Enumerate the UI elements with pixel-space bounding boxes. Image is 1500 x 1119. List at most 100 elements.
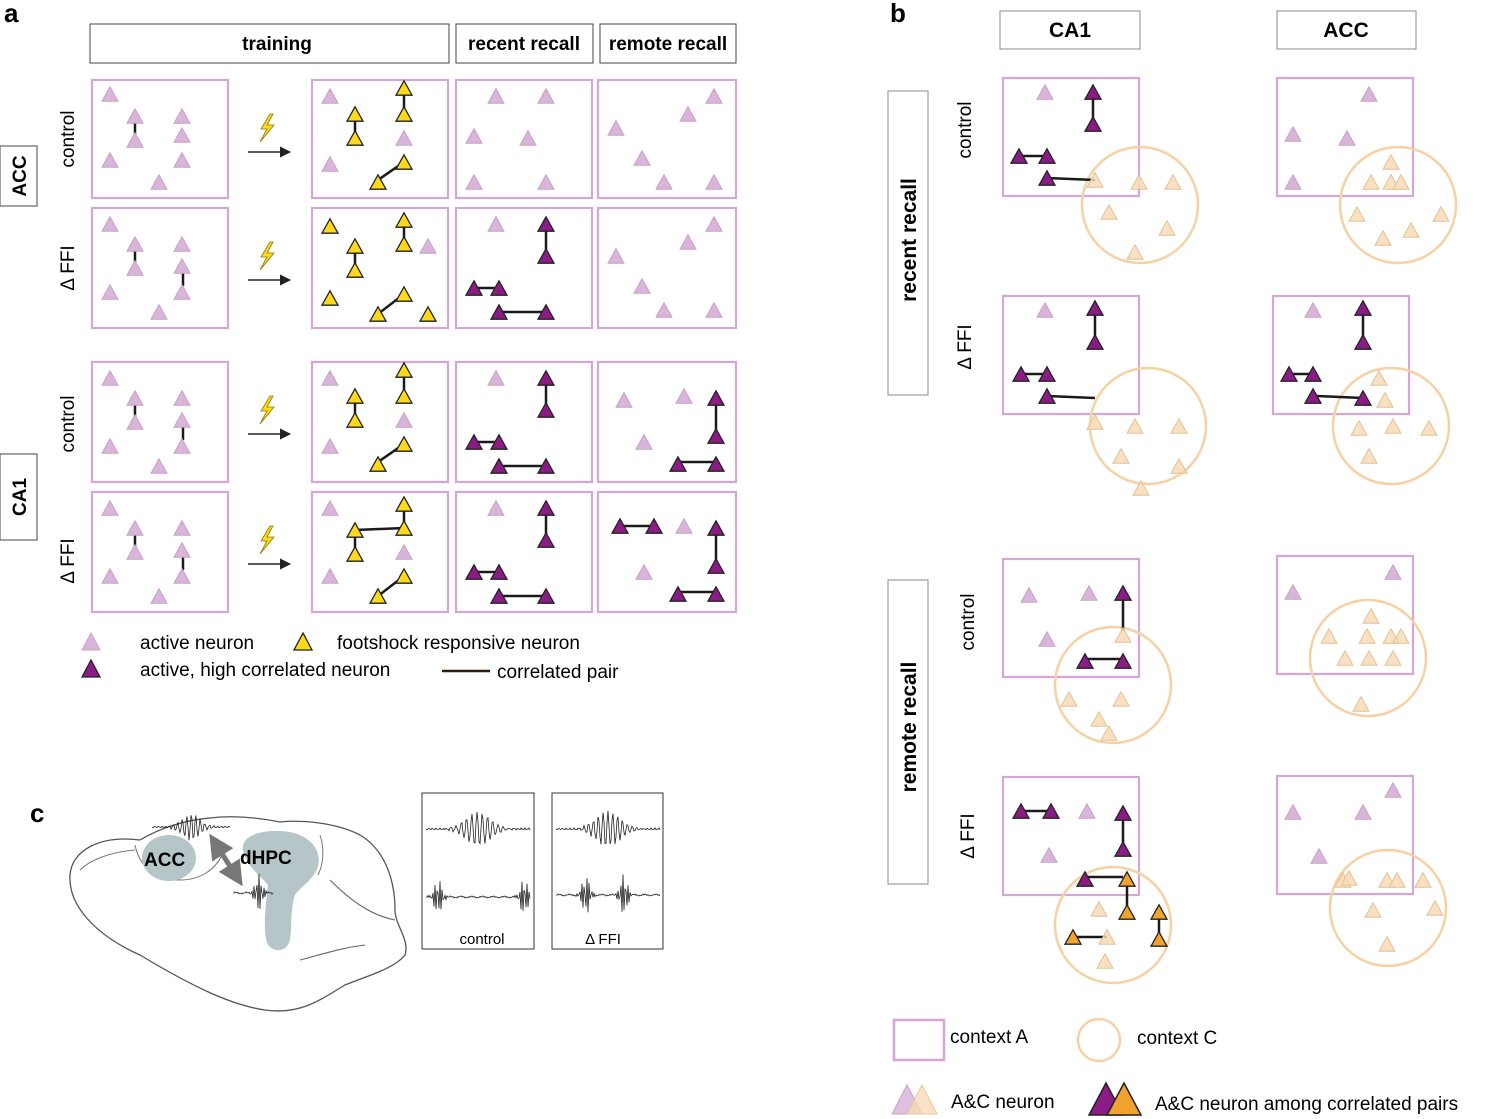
active-neuron — [321, 369, 339, 386]
ac-correlated-neuron — [1117, 903, 1137, 920]
group-ca1-text: CA1 — [10, 478, 31, 516]
high-correlated-neuron — [489, 433, 509, 450]
context-c-neuron — [1426, 899, 1444, 916]
footshock-neuron — [394, 235, 414, 252]
context-c-neuron — [1358, 627, 1376, 644]
footshock-neuron — [394, 105, 414, 122]
context-a-box — [596, 360, 738, 484]
high-correlated-neuron — [706, 427, 726, 444]
high-correlated-neuron — [1113, 840, 1133, 857]
group-label-acc: ACC — [0, 145, 38, 207]
high-correlated-neuron — [1037, 365, 1057, 382]
active-neuron — [1040, 846, 1058, 863]
active-neuron — [705, 87, 723, 104]
legend-context-c-label: context C — [1137, 1028, 1217, 1049]
high-correlated-neuron — [706, 455, 726, 472]
legend-accorr-icon-c — [1105, 1081, 1143, 1116]
active-neuron — [1036, 83, 1054, 100]
context-c-neuron — [1320, 627, 1338, 644]
context-c-circle — [1080, 145, 1200, 265]
active-neuron — [173, 389, 191, 406]
footshock-neuron — [394, 387, 414, 404]
high-correlated-neuron — [1113, 584, 1133, 601]
active-neuron — [173, 519, 191, 536]
context-c-neuron — [1096, 952, 1114, 969]
active-neuron — [705, 173, 723, 190]
context-c-neuron — [1392, 173, 1410, 190]
high-correlated-neuron — [536, 457, 556, 474]
context-a-box — [90, 360, 230, 484]
active-neuron — [150, 303, 168, 320]
active-neuron — [126, 519, 144, 536]
footshock-neuron — [394, 435, 414, 452]
context-c-neuron — [1392, 627, 1410, 644]
legend-ac-label: A&C neuron — [951, 1092, 1055, 1113]
active-neuron — [173, 235, 191, 252]
active-neuron — [101, 437, 119, 454]
footshock-neuron — [394, 211, 414, 228]
active-neuron — [633, 277, 651, 294]
context-c-neuron — [1100, 724, 1118, 741]
acc-brain-label: ACC — [144, 850, 185, 871]
active-neuron — [395, 543, 413, 560]
context-c-neuron — [1170, 417, 1188, 434]
lightning-icon — [259, 113, 275, 143]
active-neuron — [1038, 630, 1056, 647]
high-correlated-neuron — [1011, 365, 1031, 382]
row-recent-text: recent recall — [898, 178, 921, 302]
dhpc-brain-label: dHPC — [240, 848, 292, 869]
lightning-icon — [259, 395, 275, 425]
lightning-icon — [259, 525, 275, 555]
active-neuron — [173, 437, 191, 454]
legend-context-a-label: context A — [950, 1027, 1028, 1048]
high-correlated-neuron — [668, 455, 688, 472]
active-neuron — [1360, 85, 1378, 102]
brain-drawing: ACC dHPC — [69, 816, 407, 1012]
active-neuron — [173, 411, 191, 428]
row-remote-text: remote recall — [898, 662, 921, 793]
ac-correlated-neuron — [1117, 870, 1137, 887]
context-c-neuron — [1374, 229, 1392, 246]
acc-lfp-trace — [151, 815, 231, 841]
context-c-neuron — [1086, 171, 1104, 188]
high-correlated-neuron — [1009, 147, 1029, 164]
high-correlated-neuron — [1075, 652, 1095, 669]
header-ca1: CA1 — [999, 10, 1141, 50]
context-c-neuron — [1090, 900, 1108, 917]
context-c-neuron — [1376, 391, 1394, 408]
context-c-neuron — [1114, 626, 1132, 643]
active-neuron — [705, 301, 723, 318]
trace-ffi-label: Δ FFI — [585, 931, 621, 948]
high-correlated-neuron — [706, 519, 726, 536]
legend-highcorr-icon — [80, 658, 102, 678]
high-correlated-neuron — [536, 215, 556, 232]
active-neuron — [1284, 583, 1302, 600]
b-cond-remote-control: control — [958, 593, 979, 650]
active-neuron — [537, 87, 555, 104]
high-correlated-neuron — [1353, 389, 1373, 406]
ffi-acc-trace — [555, 810, 661, 845]
row-label-remote: remote recall — [887, 579, 929, 885]
context-a-box — [90, 78, 230, 200]
active-neuron — [679, 105, 697, 122]
high-correlated-neuron — [1041, 802, 1061, 819]
context-c-neuron — [1086, 413, 1104, 430]
high-correlated-neuron — [489, 563, 509, 580]
context-c-circle — [1308, 598, 1428, 718]
high-correlated-neuron — [706, 557, 726, 574]
context-c-neuron — [1126, 417, 1144, 434]
high-correlated-neuron — [668, 585, 688, 602]
active-neuron — [126, 235, 144, 252]
context-c-neuron — [1352, 695, 1370, 712]
context-c-circle — [1053, 865, 1173, 985]
context-c-neuron — [1348, 205, 1366, 222]
context-a-box — [310, 78, 450, 200]
context-c-neuron — [1402, 221, 1420, 238]
active-neuron — [487, 87, 505, 104]
high-correlated-neuron — [1113, 804, 1133, 821]
active-neuron — [679, 233, 697, 250]
brain-outline — [69, 816, 407, 1012]
midline-line — [317, 834, 324, 876]
active-neuron — [150, 173, 168, 190]
high-correlated-neuron — [464, 433, 484, 450]
